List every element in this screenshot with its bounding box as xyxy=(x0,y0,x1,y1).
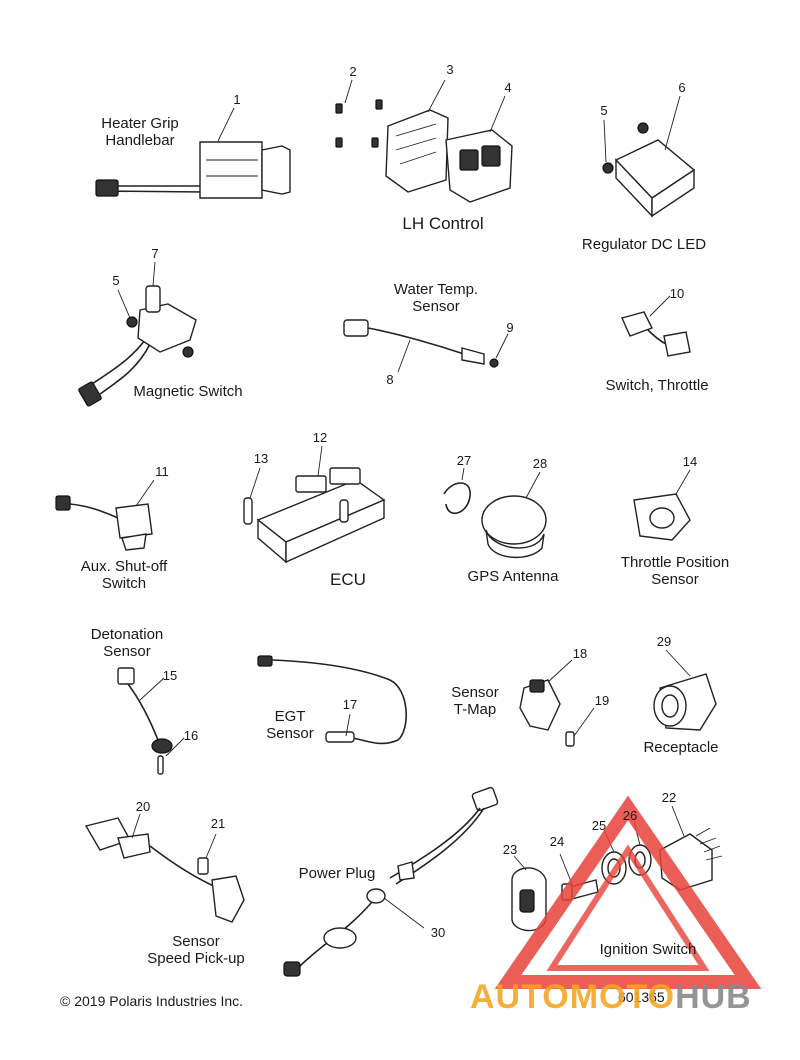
part-number: 18 xyxy=(573,646,587,661)
callout-line: Water Temp. xyxy=(394,281,478,298)
callout-line: Sensor xyxy=(266,725,314,742)
callout-line: Sensor xyxy=(451,684,499,701)
watermark-text: AUTOMOTOHUB xyxy=(470,978,752,1016)
callout-ignition-switch: Ignition Switch xyxy=(600,941,697,958)
gps-antenna-part xyxy=(443,467,547,559)
power-plug-part xyxy=(283,786,499,977)
part-number: 21 xyxy=(211,816,225,831)
ecu-part xyxy=(243,445,386,564)
callout-line: EGT xyxy=(275,708,306,725)
regulator-part xyxy=(602,95,696,218)
magnetic-switch-part xyxy=(78,261,197,407)
part-number: 20 xyxy=(136,799,150,814)
part-number: 28 xyxy=(533,456,547,471)
part-number: 5 xyxy=(600,103,607,118)
throttle-position-sensor-part xyxy=(633,469,691,541)
callout-lh-control: LH Control xyxy=(402,214,483,233)
callout-line: Sensor xyxy=(103,643,151,660)
callout-line: Aux. Shut-off xyxy=(81,558,168,575)
lh-control-part xyxy=(335,79,513,203)
part-number: 30 xyxy=(431,925,445,940)
part-number: 27 xyxy=(457,453,471,468)
part-number: 26 xyxy=(623,808,637,823)
callout-line: T-Map xyxy=(454,701,497,718)
egt-sensor-part xyxy=(257,655,407,745)
callout-magnetic-switch: Magnetic Switch xyxy=(133,383,242,400)
callout-line: Detonation xyxy=(91,626,164,643)
part-number: 25 xyxy=(592,818,606,833)
drawing-number: 601365 xyxy=(618,989,665,1005)
callout-line: Sensor xyxy=(172,933,220,950)
callout-line: Sensor xyxy=(651,571,699,588)
part-number: 13 xyxy=(254,451,268,466)
watermark-text-a: AUTOMOTO xyxy=(470,978,675,1016)
callout-receptacle: Receptacle xyxy=(643,739,718,756)
copyright-notice: © 2019 Polaris Industries Inc. xyxy=(60,993,243,1009)
heater-grip-part xyxy=(95,107,291,199)
speed-pickup-sensor-part xyxy=(84,813,245,923)
part-number: 12 xyxy=(313,430,327,445)
part-number: 10 xyxy=(670,286,684,301)
receptacle-part xyxy=(653,649,717,731)
part-number: 19 xyxy=(595,693,609,708)
part-number: 24 xyxy=(550,834,564,849)
part-number: 6 xyxy=(678,80,685,95)
part-number: 15 xyxy=(163,668,177,683)
part-number: 29 xyxy=(657,634,671,649)
water-temp-sensor-part xyxy=(343,319,509,373)
detonation-sensor-part xyxy=(117,667,185,775)
part-number: 3 xyxy=(446,62,453,77)
part-number: 22 xyxy=(662,790,676,805)
part-number: 23 xyxy=(503,842,517,857)
aux-shutoff-switch-part xyxy=(55,479,155,551)
tmap-sensor-part xyxy=(519,659,595,747)
watermark-text-b: HUB xyxy=(675,978,752,1016)
callout-line: Handlebar xyxy=(105,132,174,149)
part-number: 8 xyxy=(386,372,393,387)
part-number: 9 xyxy=(506,320,513,335)
callout-line: Sensor xyxy=(412,298,460,315)
callout-switch-throttle: Switch, Throttle xyxy=(605,377,708,394)
callout-gps-antenna: GPS Antenna xyxy=(468,568,560,585)
callout-line: Throttle Position xyxy=(621,554,729,571)
throttle-switch-part xyxy=(621,295,691,357)
callout-water-temp: Water Temp.Sensor xyxy=(394,281,478,315)
part-number: 7 xyxy=(151,246,158,261)
callout-line: Switch xyxy=(102,575,146,592)
automotohub-logo xyxy=(494,795,762,989)
part-number: 17 xyxy=(343,697,357,712)
callout-line: Heater Grip xyxy=(101,115,179,132)
part-number: 1 xyxy=(233,92,240,107)
part-number: 5 xyxy=(112,273,119,288)
callout-line: Speed Pick-up xyxy=(147,950,245,967)
part-number: 4 xyxy=(504,80,511,95)
callout-power-plug: Power Plug xyxy=(299,865,376,882)
part-number: 11 xyxy=(155,464,169,479)
callout-ecu: ECU xyxy=(330,570,366,589)
part-number: 16 xyxy=(184,728,198,743)
part-number: 14 xyxy=(683,454,697,469)
callout-regulator: Regulator DC LED xyxy=(582,236,706,253)
part-number: 2 xyxy=(349,64,356,79)
